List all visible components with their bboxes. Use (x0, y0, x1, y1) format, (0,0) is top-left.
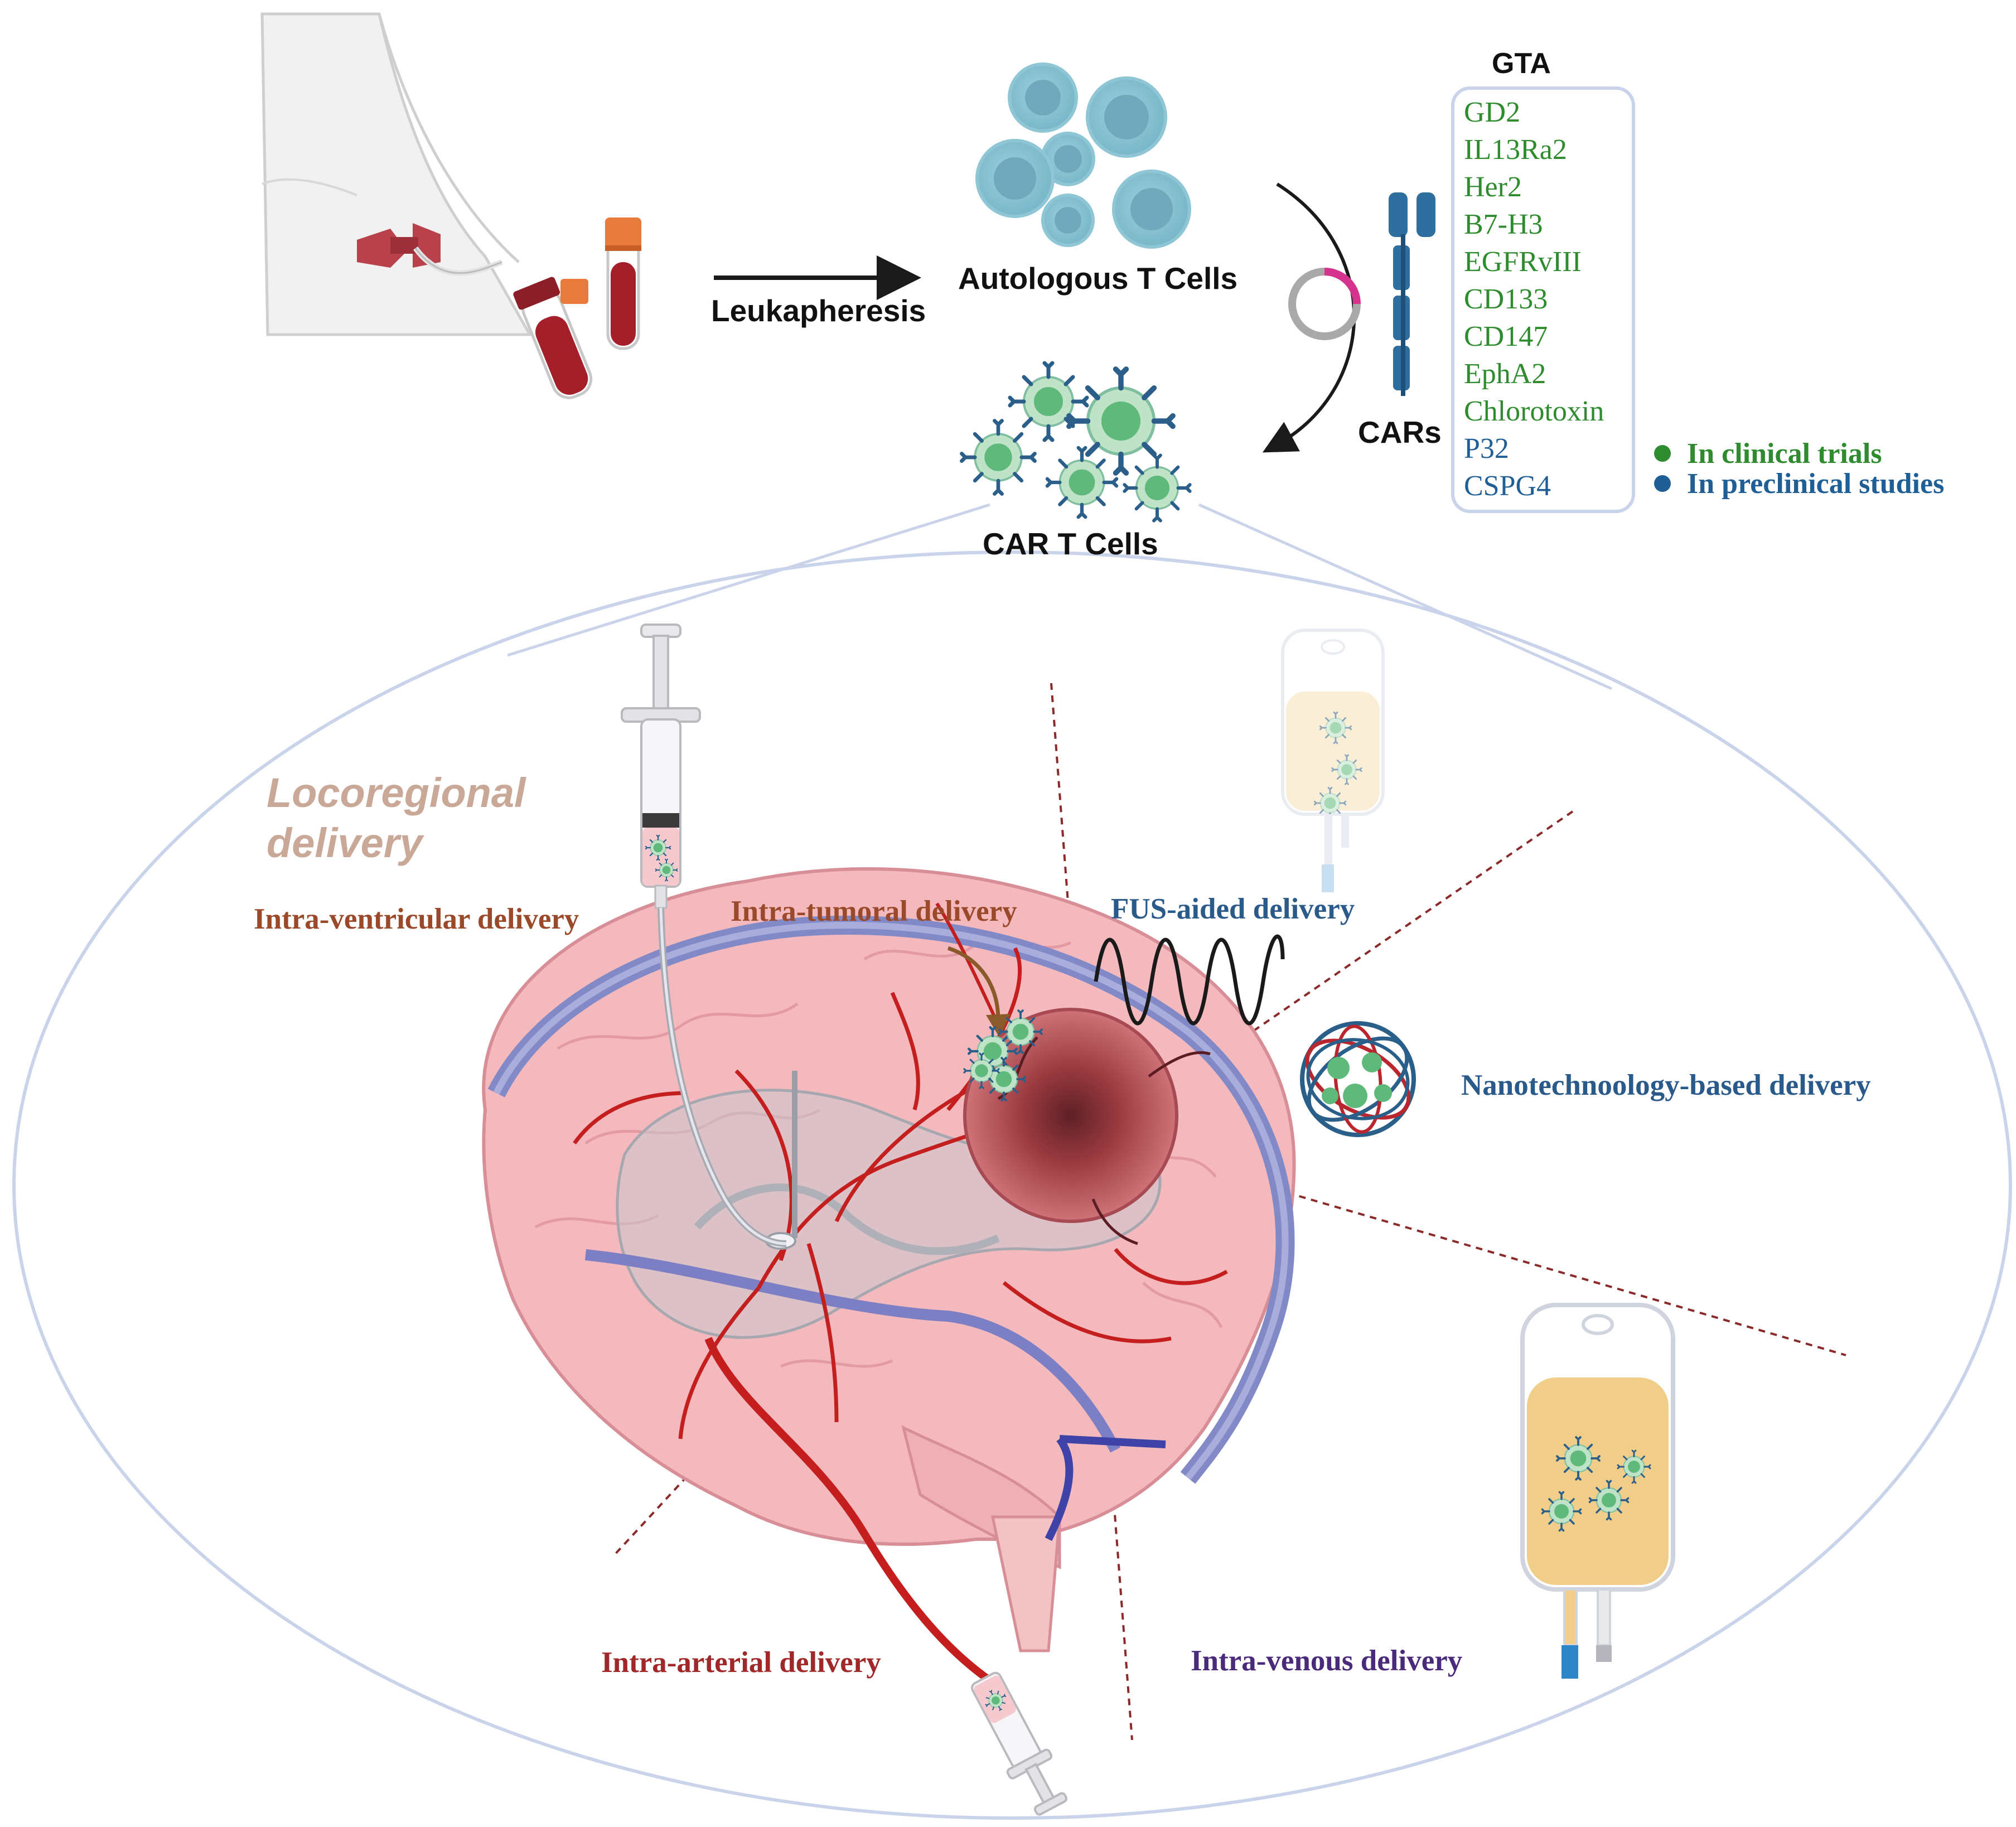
delivery-zoom-ellipse (12, 503, 2012, 1820)
car-receptor-icon (1389, 192, 1435, 396)
gta-target-item: Her2 (1464, 171, 1522, 203)
autologous-t-cells-label: Autologous T Cells (958, 261, 1238, 296)
legend-label-clinical: In clinical trials (1687, 438, 1882, 470)
intra-venous-label: Intra-venous delivery (1191, 1645, 1463, 1677)
gta-list-box (1451, 86, 1635, 513)
tumor-icon (963, 1008, 1178, 1223)
legend-label-preclinical: In preclinical studies (1687, 468, 1945, 500)
intra-tumoral-label: Intra-tumoral delivery (731, 895, 1017, 927)
gta-target-item: B7-H3 (1464, 209, 1543, 240)
fus-aided-label: FUS-aided delivery (1111, 893, 1355, 925)
butterfly-needle-icon (357, 223, 503, 276)
locoregional-label-line2: delivery (267, 820, 423, 866)
fus-iv-bag-icon (1281, 629, 1385, 892)
gta-target-item: GD2 (1464, 96, 1521, 128)
intra-tumoral-arrowhead (986, 1014, 1011, 1037)
intra-ventricular-label: Intra-ventricular delivery (254, 903, 579, 935)
arm-illustration (260, 12, 533, 336)
cars-label: CARs (1358, 415, 1442, 450)
brain-illustration (482, 867, 1296, 1693)
gta-target-item: P32 (1464, 433, 1509, 465)
intra-arterial-label: Intra-arterial delivery (601, 1646, 881, 1679)
intravenous-bag-icon (1520, 1303, 1675, 1679)
gta-target-item: EGFRvIII (1464, 246, 1582, 278)
gta-target-item: CD133 (1464, 283, 1548, 315)
plasmid-icon (1288, 268, 1361, 340)
gta-target-item: CD147 (1464, 321, 1548, 352)
arterial-syringe-icon (971, 1671, 1068, 1816)
gta-title: GTA (1492, 47, 1551, 80)
gta-target-item: Chlorotoxin (1464, 395, 1604, 427)
car-t-cells-label: CAR T Cells (983, 526, 1158, 561)
transduction-arrow (1262, 182, 1356, 453)
gta-target-item: EphA2 (1464, 358, 1546, 390)
nanotechnology-label: Nanotechnoology-based delivery (1461, 1069, 1871, 1101)
blood-tube-icon (513, 218, 641, 399)
car-t-cells-cluster (961, 363, 1190, 521)
intra-tumoral-arrow (947, 946, 1000, 1021)
legend-dot-clinical (1654, 445, 1671, 462)
autologous-t-cells-cluster (975, 62, 1191, 249)
leukapheresis-label: Leukapheresis (711, 293, 926, 328)
legend-dot-preclinical (1654, 475, 1671, 492)
gta-target-item: CSPG4 (1464, 470, 1551, 502)
fus-wave-icon (1094, 934, 1285, 1026)
gta-target-item: IL13Ra2 (1464, 134, 1567, 166)
ventricular-syringe-icon (621, 624, 787, 1247)
nanoparticle-icon (1300, 1021, 1416, 1137)
locoregional-label-line1: Locoregional (267, 770, 526, 816)
